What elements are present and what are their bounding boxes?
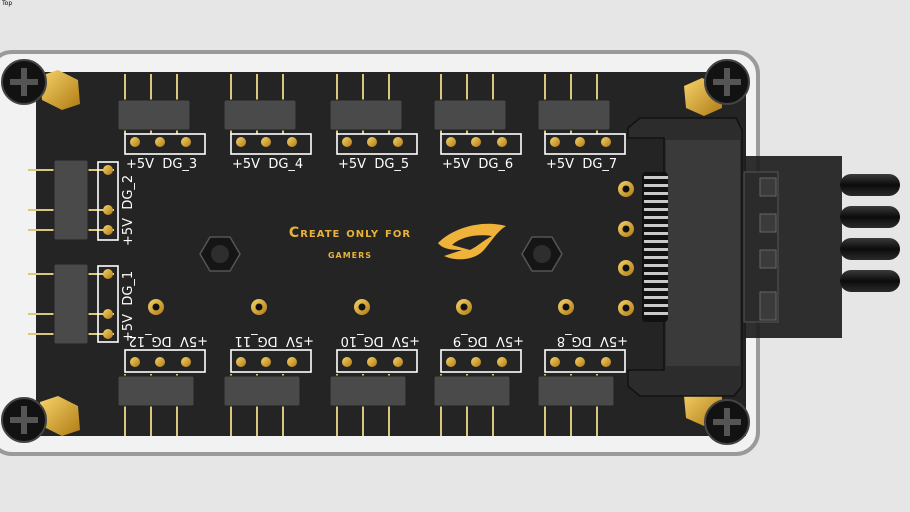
header-dg8[interactable]: +5V DG_8 xyxy=(537,333,628,436)
header-label: +5V DG_7 xyxy=(546,157,617,172)
power-cables xyxy=(840,174,900,292)
viewport-label: Top xyxy=(2,0,13,7)
header-dg3[interactable]: +5V DG_3 xyxy=(117,74,206,172)
via-column-right xyxy=(618,181,634,316)
hex-nut-left-icon xyxy=(199,236,241,272)
header-dg6[interactable]: +5V DG_6 xyxy=(433,74,522,172)
header-dg10[interactable]: +5V DG_10 xyxy=(329,333,420,436)
header-dg1[interactable]: +5V DG_1 xyxy=(28,263,136,345)
header-label: +5V DG_11 xyxy=(235,333,314,348)
header-label: +5V DG_4 xyxy=(232,157,303,172)
header-label: +5V DG_9 xyxy=(453,333,524,348)
standoff-bottom-left xyxy=(40,396,80,436)
hex-nut-right-icon xyxy=(521,236,563,272)
logo-line-1: Create only for xyxy=(289,225,411,241)
header-dg11[interactable]: +5V DG_11 xyxy=(223,333,314,436)
screw-top-left-icon xyxy=(1,59,47,105)
header-label: +5V DG_1 xyxy=(121,271,136,342)
header-dg7[interactable]: +5V DG_7 xyxy=(537,74,626,172)
screw-top-right-icon xyxy=(704,59,750,105)
rog-eye-icon xyxy=(438,223,506,260)
screw-bottom-left-icon xyxy=(1,397,47,443)
via-row-bottom xyxy=(148,299,574,315)
header-label: +5V DG_8 xyxy=(557,333,628,348)
sata-pins xyxy=(644,176,668,315)
header-dg4[interactable]: +5V DG_4 xyxy=(223,74,312,172)
header-label: +5V DG_2 xyxy=(121,175,136,246)
header-label: +5V DG_5 xyxy=(338,157,409,172)
header-dg9[interactable]: +5V DG_9 xyxy=(433,333,524,436)
sata-power-connector[interactable] xyxy=(627,117,842,397)
header-label: +5V DG_3 xyxy=(126,157,197,172)
logo-line-2: gamers xyxy=(328,247,372,261)
screw-bottom-right-icon xyxy=(704,399,750,445)
header-top-row: +5V DG_3 +5V DG_4 +5V DG_5 +5V DG_6 xyxy=(117,74,626,172)
header-label: +5V DG_6 xyxy=(442,157,513,172)
header-label: +5V DG_12 xyxy=(129,333,208,348)
header-dg5[interactable]: +5V DG_5 xyxy=(329,74,418,172)
header-dg12[interactable]: +5V DG_12 xyxy=(117,333,208,436)
header-dg2[interactable]: +5V DG_2 xyxy=(28,159,136,246)
header-label: +5V DG_10 xyxy=(341,333,420,348)
standoff-top-left xyxy=(40,70,80,110)
header-bottom-row: +5V DG_12 +5V DG_11 +5V DG_10 +5V DG_9 xyxy=(117,333,628,436)
